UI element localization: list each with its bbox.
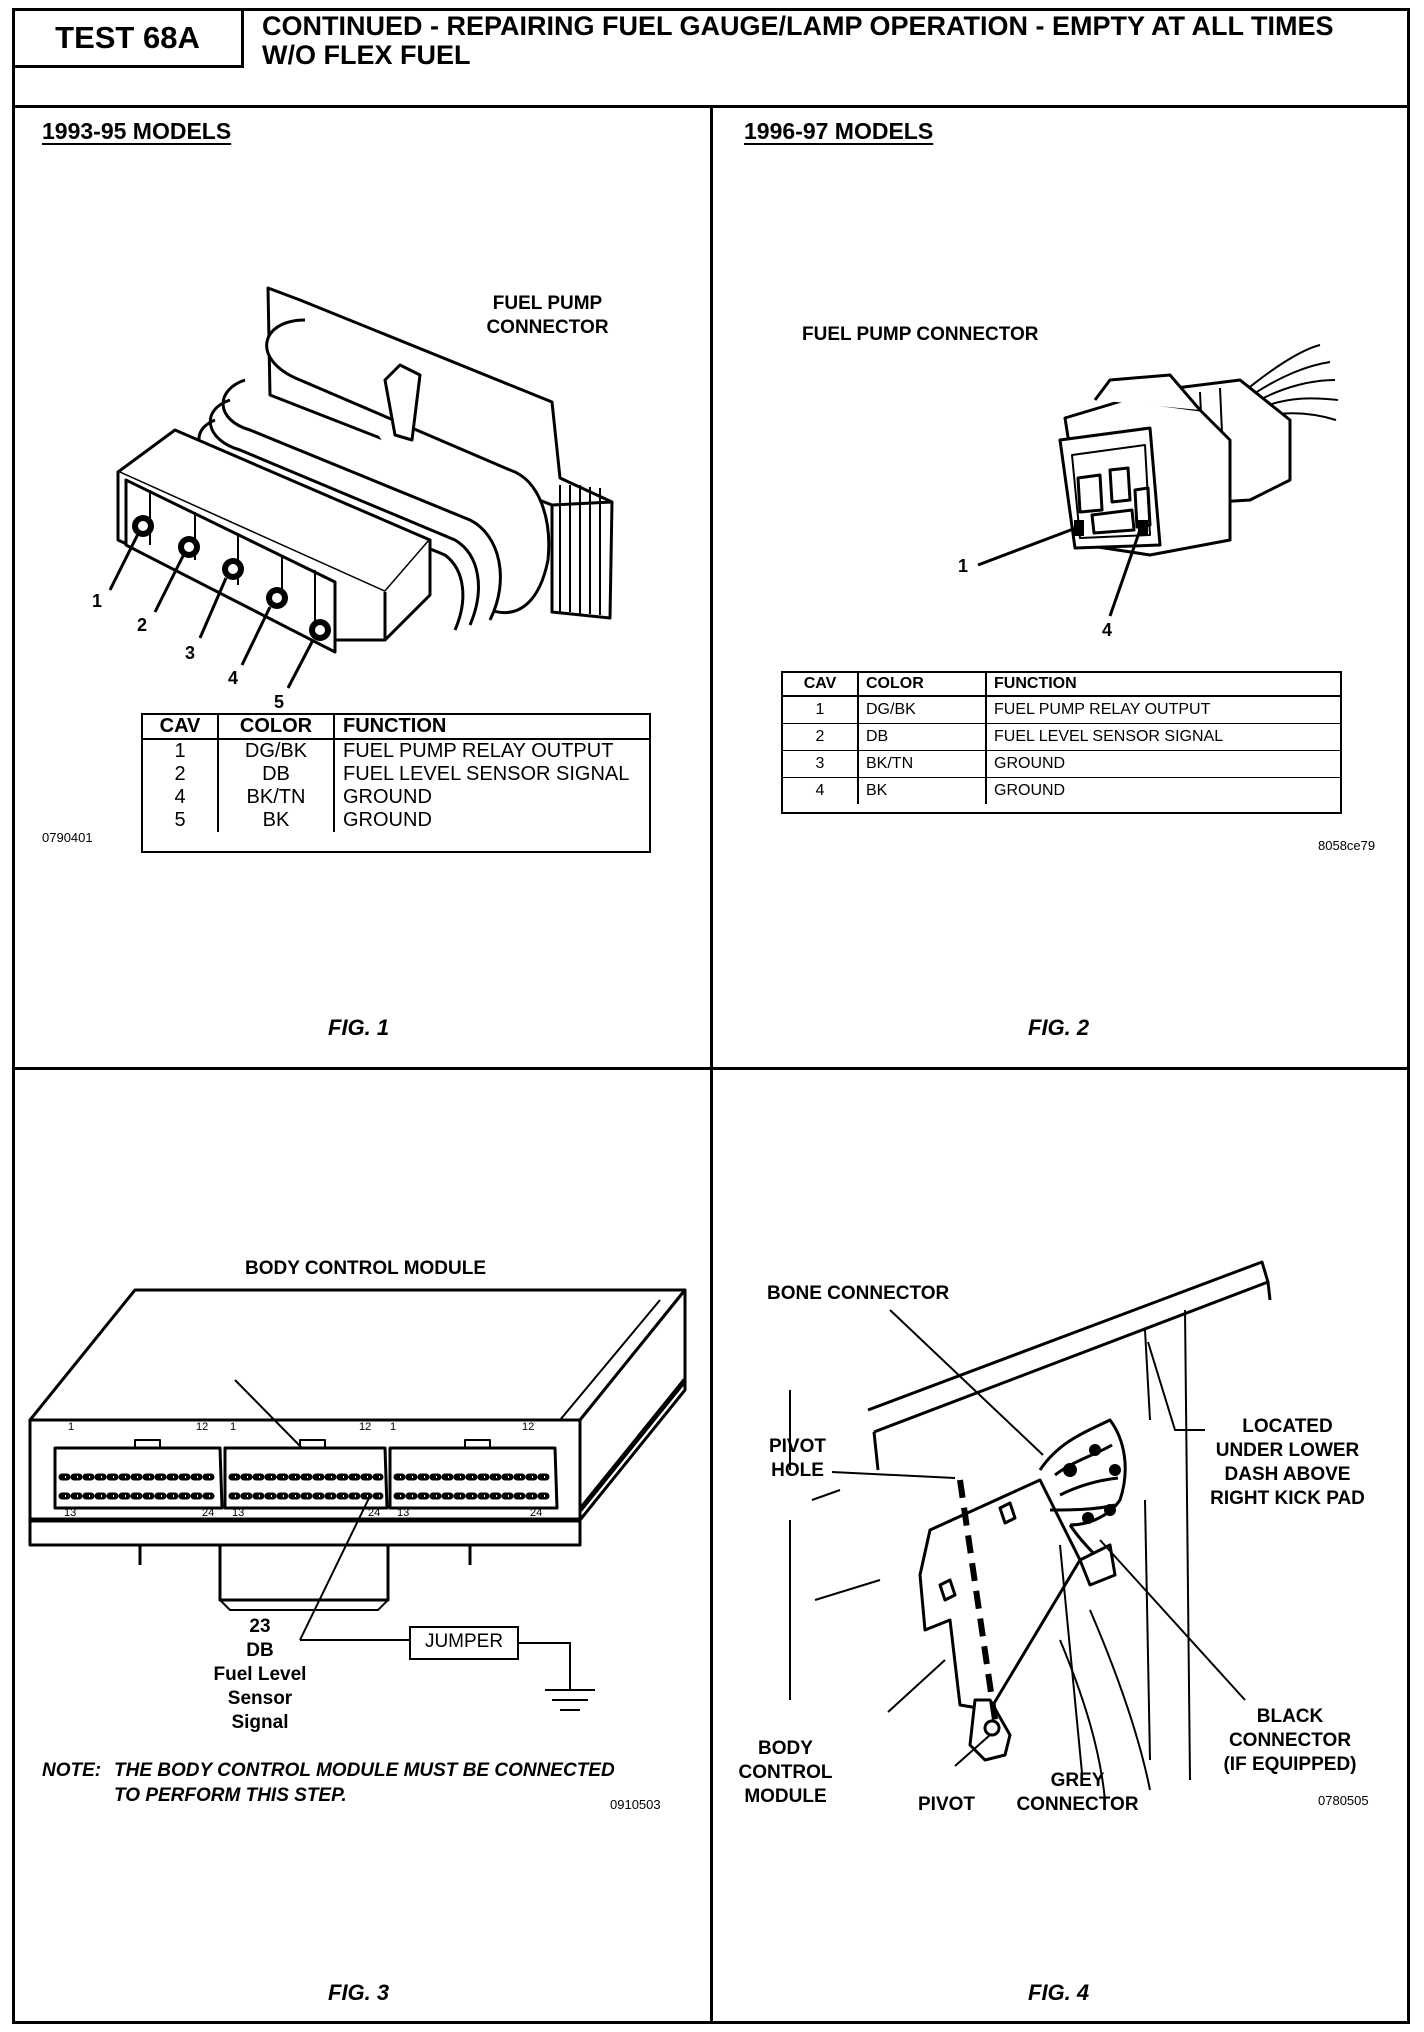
- fig1-pin-1: 1: [92, 591, 103, 611]
- body-control-module-label: BODY CONTROL MODULE: [738, 1738, 833, 1807]
- fig3-pin-1a: 1: [68, 1421, 75, 1433]
- fig1-pin-2: 2: [137, 615, 148, 635]
- fig4-grey-connector-label: GREY CONNECTOR: [1016, 1770, 1139, 1815]
- fig2-image-code: 8058ce79: [1318, 838, 1376, 853]
- fig2-table-header: FUNCTION: [985, 673, 1340, 697]
- fig1-table-header: COLOR: [217, 715, 334, 740]
- black-connector-label: BLACK CONNECTOR (IF EQUIPPED): [1223, 1706, 1357, 1775]
- fig3-pin-12b: 12: [359, 1421, 372, 1433]
- fig3-image-code: 0910503: [610, 1797, 661, 1812]
- fig2-pin-1: 1: [958, 556, 969, 576]
- column-divider: [710, 105, 713, 2024]
- fig1-heading: 1993-95 MODELS: [42, 118, 232, 144]
- title-line-2: W/O FLEX FUEL: [262, 40, 471, 70]
- jumper-label: JUMPER: [424, 1631, 504, 1652]
- located-label: LOCATED UNDER LOWER DASH ABOVE RIGHT KIC…: [1210, 1416, 1365, 1509]
- fig2-table-header: COLOR: [857, 673, 986, 697]
- fig1-table-header: CAV: [143, 715, 218, 740]
- fig3-module-label: BODY CONTROL MODULE: [245, 1258, 487, 1279]
- fig3-pin-24a: 24: [202, 1507, 215, 1519]
- page-title: CONTINUED - REPAIRING FUEL GAUGE/LAMP OP…: [262, 12, 1402, 70]
- title-line-1: CONTINUED - REPAIRING FUEL GAUGE/LAMP OP…: [262, 11, 1334, 41]
- fig3-pin-24c: 24: [530, 1507, 543, 1519]
- pivot-hole-label: PIVOT HOLE: [768, 1436, 826, 1481]
- fig2-connector-label: FUEL PUMP CONNECTOR: [802, 324, 1039, 345]
- fig3-note-prefix: NOTE:: [42, 1760, 102, 1781]
- fig1-image-code: 0790401: [42, 830, 93, 845]
- fig1-caption: FIG. 1: [328, 1015, 390, 1040]
- fig1-pin-5: 5: [274, 692, 285, 712]
- fig3-pin-1b: 1: [230, 1421, 237, 1433]
- fig1-connector-label: FUEL PUMP CONNECTOR: [486, 293, 609, 338]
- pivot-label: PIVOT: [918, 1794, 976, 1815]
- fig3-pin-callout: 23 DB Fuel Level Sensor Signal: [213, 1616, 307, 1733]
- fig1-pin-4: 4: [228, 668, 239, 688]
- fig2-table-header: CAV: [783, 673, 858, 697]
- fig1-pin-3: 3: [185, 643, 196, 663]
- fig4-image-code: 0780505: [1318, 1793, 1369, 1808]
- fig4-caption: FIG. 4: [1028, 1980, 1090, 2005]
- fig2-heading: 1996-97 MODELS: [744, 118, 934, 144]
- fig1-table-header: FUNCTION: [333, 715, 649, 740]
- bone-connector-label: BONE CONNECTOR: [767, 1283, 950, 1304]
- fig3-note: THE BODY CONTROL MODULE MUST BE CONNECTE…: [114, 1760, 615, 1806]
- fig3-pin-13b: 13: [232, 1507, 245, 1519]
- fig2-pin-4: 4: [1102, 620, 1113, 640]
- test-id: TEST 68A: [14, 10, 244, 68]
- fig3-pin-1c: 1: [390, 1421, 397, 1433]
- fig3-caption: FIG. 3: [328, 1980, 390, 2005]
- fig3-grey-connector-label: GREY CONNECTOR: [158, 1324, 282, 1369]
- fig3-pin-13a: 13: [64, 1507, 77, 1519]
- fig3-pin-12c: 12: [522, 1421, 535, 1433]
- fig3-pin-12a: 12: [196, 1421, 209, 1433]
- fig2-caption: FIG. 2: [1028, 1015, 1090, 1040]
- fig3-pin-13c: 13: [397, 1507, 410, 1519]
- fig3-pin-24b: 24: [368, 1507, 381, 1519]
